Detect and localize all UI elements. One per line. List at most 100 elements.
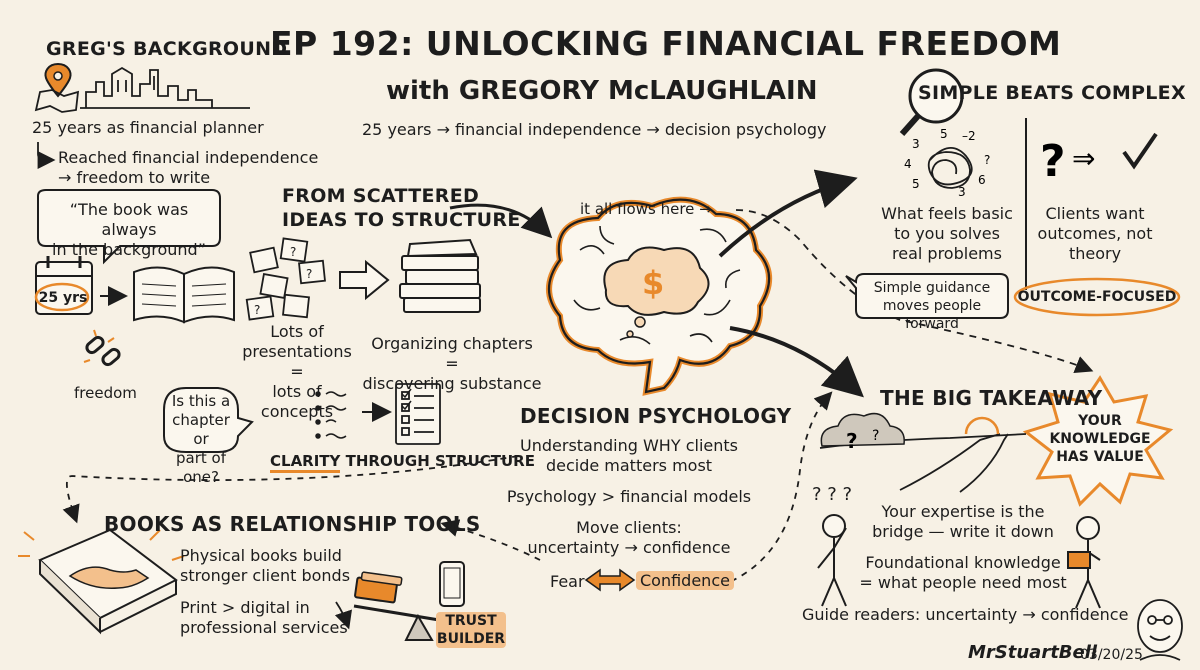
books-line2b: professional services bbox=[180, 618, 348, 637]
quote-line2: in the background” bbox=[52, 240, 206, 259]
broken-chain-icon bbox=[83, 329, 121, 367]
books-line1: Physical books build stronger client bon… bbox=[180, 546, 350, 586]
simple-right-line3: theory bbox=[1068, 244, 1122, 263]
psychology-line2: Psychology > financial models bbox=[506, 487, 752, 506]
books-line1b: stronger client bonds bbox=[180, 566, 351, 585]
guidance-line1: Simple guidance bbox=[873, 280, 991, 296]
trust-badge: TRUST BUILDER bbox=[436, 612, 506, 648]
scattered-right-text: Organizing chapters = discovering substa… bbox=[362, 334, 542, 394]
simple-right-line2: outcomes, not bbox=[1037, 224, 1153, 243]
star-line3: HAS VALUE bbox=[1056, 449, 1144, 465]
books-line2a: Print > digital in bbox=[180, 598, 310, 617]
scattered-heading: FROM SCATTERED IDEAS TO STRUCTURE bbox=[282, 184, 521, 232]
checklist-icon bbox=[395, 383, 441, 445]
svg-text:4: 4 bbox=[904, 157, 912, 171]
star-text: YOUR KNOWLEDGE HAS VALUE bbox=[1046, 412, 1154, 466]
scattered-right-line2: discovering substance bbox=[362, 374, 542, 393]
psychology-to-books-arrow bbox=[62, 455, 519, 524]
simple-right-line1: Clients want bbox=[1045, 204, 1145, 223]
svg-text:3: 3 bbox=[912, 137, 920, 151]
freedom-label: freedom bbox=[74, 384, 137, 402]
brain-icon bbox=[546, 196, 773, 396]
bullet-list-icon bbox=[315, 391, 347, 439]
handshake-book-icon bbox=[18, 528, 185, 635]
takeaway-line1a: Your expertise is the bbox=[881, 502, 1045, 521]
books-heading: BOOKS AS RELATIONSHIP TOOLS bbox=[104, 512, 481, 536]
page-subtitle: with GREGORY McLAUGHLAIN bbox=[386, 76, 818, 106]
psychology-to-takeaway-arrow bbox=[719, 391, 833, 587]
background-line2a: Reached financial independence bbox=[58, 148, 319, 167]
calendar-icon bbox=[34, 256, 93, 315]
question-line1: Is this a bbox=[171, 392, 231, 410]
svg-text:?: ? bbox=[872, 428, 879, 444]
takeaway-line3: Guide readers: uncertainty → confidence bbox=[802, 605, 1129, 624]
scattered-right-line1: Organizing chapters = bbox=[371, 334, 533, 373]
scattered-to-brain-arrow bbox=[449, 203, 553, 239]
svg-text:3: 3 bbox=[958, 185, 966, 199]
psychology-line3a: Move clients: bbox=[576, 518, 682, 537]
location-pin-icon bbox=[34, 62, 80, 113]
scattered-heading-line2: IDEAS TO STRUCTURE bbox=[282, 209, 521, 231]
svg-text:5: 5 bbox=[912, 177, 920, 191]
hollow-arrow-icon bbox=[339, 259, 390, 301]
hook-arrow-icon bbox=[37, 142, 56, 169]
print-arrow bbox=[334, 601, 352, 630]
background-quote: “The book was always in the background” bbox=[40, 200, 218, 260]
star-line2: KNOWLEDGE bbox=[1049, 431, 1151, 447]
trust-line2: BUILDER bbox=[436, 631, 506, 647]
background-heading: GREG'S BACKGROUND bbox=[46, 38, 288, 60]
fear-confidence-arrow bbox=[584, 568, 636, 592]
brain-to-simple-arrow bbox=[718, 169, 858, 258]
scattered-left-text: Lots of presentations = lots of concepts bbox=[236, 322, 358, 422]
background-line2b: → freedom to write bbox=[58, 168, 211, 187]
guidance-bubble-outline bbox=[845, 273, 1009, 319]
books-line2: Print > digital in professional services bbox=[180, 598, 348, 638]
guidance-bubble-text: Simple guidance moves people forward bbox=[856, 279, 1008, 333]
magnifier-icon bbox=[899, 68, 964, 136]
psychology-line3: Move clients: uncertainty → confidence bbox=[504, 518, 754, 558]
question-line2: chapter or bbox=[172, 411, 230, 448]
dollar-sign-icon: $ bbox=[642, 264, 665, 302]
svg-text:?: ? bbox=[306, 267, 312, 281]
fear-label: Fear bbox=[550, 572, 585, 591]
simple-heading: SIMPLE BEATS COMPLEX bbox=[918, 82, 1186, 104]
double-arrow-icon: ⇒ bbox=[1072, 142, 1095, 175]
artist-avatar bbox=[1137, 599, 1183, 661]
confidence-highlight: Confidence bbox=[636, 571, 734, 590]
stacked-books-icon bbox=[399, 238, 481, 313]
takeaway-line1: Your expertise is the bridge — write it … bbox=[858, 502, 1068, 542]
svg-text:5: 5 bbox=[940, 127, 948, 141]
simple-left-text: What feels basic to you solves real prob… bbox=[872, 204, 1022, 264]
question-bubble-outline bbox=[163, 387, 254, 453]
simple-right-text: Clients want outcomes, not theory bbox=[1030, 204, 1160, 264]
takeaway-line2b: = what people need most bbox=[859, 573, 1067, 592]
scattered-left-line2: presentations = bbox=[242, 342, 352, 381]
calendar-label: 25 yrs bbox=[38, 290, 88, 306]
svg-text:–2: –2 bbox=[962, 129, 976, 143]
svg-text:?: ? bbox=[290, 245, 296, 259]
psychology-heading: DECISION PSYCHOLOGY bbox=[520, 404, 792, 428]
tagline: 25 years → financial independence → deci… bbox=[362, 120, 827, 139]
takeaway-heading: THE BIG TAKEAWAY bbox=[880, 386, 1103, 410]
scattered-left-line3: lots of concepts bbox=[260, 382, 334, 421]
simple-left-line2: to you solves bbox=[894, 224, 1000, 243]
seesaw-balance-icon bbox=[353, 561, 501, 641]
city-skyline-icon bbox=[80, 66, 250, 109]
flows-label: it all flows here → bbox=[580, 200, 712, 218]
clarity-rest: THROUGH STRUCTURE bbox=[340, 452, 535, 470]
quote-line1: “The book was always bbox=[69, 200, 189, 239]
psychology-line1: Understanding WHY clients decide matters… bbox=[504, 436, 754, 476]
open-book-icon bbox=[133, 266, 235, 324]
outcome-oval bbox=[1013, 277, 1181, 317]
takeaway-line1b: bridge — write it down bbox=[872, 522, 1054, 541]
confused-person-icon: ? ? ? bbox=[812, 484, 852, 607]
scattered-heading-line1: FROM SCATTERED bbox=[282, 185, 480, 207]
svg-text:6: 6 bbox=[978, 173, 986, 187]
takeaway-line2: Foundational knowledge = what people nee… bbox=[858, 553, 1068, 593]
confidence-label: Confidence bbox=[636, 571, 734, 591]
sticky-notes-icon: ? ? ? bbox=[245, 237, 326, 321]
star-line1: YOUR bbox=[1078, 413, 1122, 429]
signature-date: 03/20/25 bbox=[1080, 647, 1143, 663]
scattered-left-line1: Lots of bbox=[270, 322, 324, 341]
